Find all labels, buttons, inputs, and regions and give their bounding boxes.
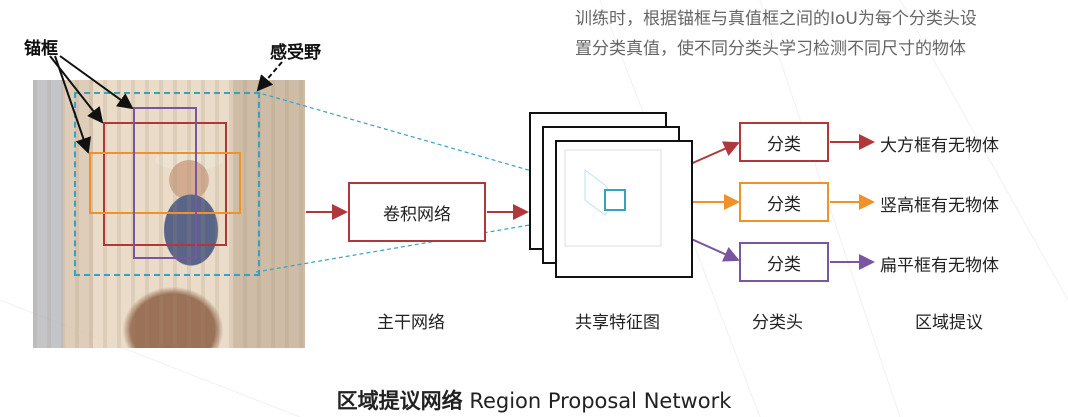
anchor-box-wide (89, 152, 241, 214)
classifier-label-2: 分类 (767, 194, 801, 215)
caption-proposal: 区域提议 (915, 313, 983, 333)
classifier-node-3: 分类 (739, 242, 829, 282)
receptive-field-box (74, 92, 260, 276)
conv-network-label: 卷积网络 (383, 204, 451, 225)
conv-network-node: 卷积网络 (348, 182, 486, 242)
classifier-node-1: 分类 (739, 122, 829, 162)
output-label-1: 大方框有无物体 (880, 136, 999, 156)
classifier-node-2: 分类 (739, 182, 829, 222)
anchor-label: 锚框 (24, 39, 58, 59)
classifier-label-1: 分类 (767, 134, 801, 155)
training-note-line2: 置分类真值，使不同分类头学习检测不同尺寸的物体 (575, 39, 966, 59)
receptive-field-label: 感受野 (270, 43, 321, 63)
footer-title-bold: 区域提议网络 (336, 389, 463, 413)
anchor-pointer-lines (49, 55, 134, 154)
footer-title-en: Region Proposal Network (469, 389, 732, 413)
anchor-box-square (103, 122, 227, 246)
output-label-2: 竖高框有无物体 (880, 196, 999, 216)
caption-feature-map: 共享特征图 (575, 313, 660, 333)
footer-title: 区域提议网络 Region Proposal Network (0, 385, 1068, 415)
training-note: 训练时，根据锚框与真值框之间的IoU为每个分类头设 置分类真值，使不同分类头学习… (575, 4, 977, 64)
caption-backbone: 主干网络 (377, 313, 445, 333)
receptive-field-pointer (256, 61, 283, 92)
output-label-3: 扁平框有无物体 (880, 256, 999, 276)
training-note-line1: 训练时，根据锚框与真值框之间的IoU为每个分类头设 (575, 9, 977, 29)
caption-cls-head: 分类头 (752, 313, 803, 333)
anchor-box-tall (133, 107, 197, 259)
classifier-label-3: 分类 (767, 254, 801, 275)
feature-map-cell (604, 189, 626, 211)
